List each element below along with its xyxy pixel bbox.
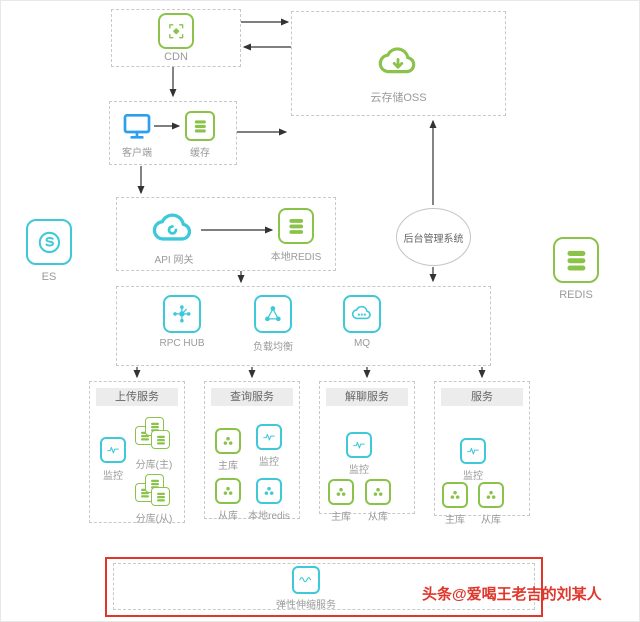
group-title-query: 查询服务 (211, 388, 293, 406)
redis-icon (553, 237, 599, 283)
master-db-icon (215, 428, 241, 454)
master-db-label: 主库 (445, 515, 465, 526)
watermark-text: 头条@爱喝王老吉的刘某人 (422, 586, 602, 603)
monitor-label: 监控 (103, 471, 123, 482)
master-db-icon (328, 479, 354, 505)
local-redis-small-icon (256, 478, 282, 504)
client-label: 客户端 (122, 148, 152, 159)
shard-master-cluster-icon (135, 417, 173, 453)
cdn-label: CDN (164, 51, 188, 63)
red-highlight-box (105, 557, 543, 617)
mq-label: MQ (353, 338, 371, 349)
monitor-icon (346, 432, 372, 458)
rpc-hub-icon (163, 295, 201, 333)
admin-system-node: 后台管理系统 (396, 208, 471, 266)
master-db-label: 主库 (218, 461, 238, 472)
oss-cloud-icon (377, 41, 419, 83)
load-balance-icon (254, 295, 292, 333)
shard-master-label: 分库(主) (135, 460, 173, 471)
shard-slave-label: 分库(从) (135, 514, 173, 525)
shard-slave-cluster-icon (135, 474, 173, 510)
slave-db-icon (478, 482, 504, 508)
elastic-service-box (113, 563, 535, 610)
api-gateway-label: API 网关 (154, 255, 194, 266)
cache-icon (185, 111, 215, 141)
slave-db-label: 从库 (218, 511, 238, 522)
rpc-hub-label: RPC HUB (159, 338, 205, 349)
cdn-icon (158, 13, 194, 49)
monitor-icon (100, 437, 126, 463)
admin-system-label: 后台管理系统 (403, 233, 464, 245)
local-redis-label: 本地REDIS (270, 252, 322, 263)
slave-db-label: 从库 (481, 515, 501, 526)
load-balance-label: 负载均衡 (253, 342, 293, 353)
master-db-icon (442, 482, 468, 508)
monitor-icon (460, 438, 486, 464)
mq-icon (343, 295, 381, 333)
es-label: ES (41, 271, 57, 283)
monitor-icon (256, 424, 282, 450)
monitor-label: 监控 (349, 465, 369, 476)
elastic-scaling-icon (292, 566, 320, 594)
elastic-scaling-label: 弹性伸缩服务 (276, 600, 336, 611)
local-redis-small-label: 本地redis (248, 511, 290, 522)
slave-db-icon (215, 478, 241, 504)
group-title-4: 服务 (441, 388, 523, 406)
monitor-label: 监控 (259, 457, 279, 468)
slave-db-icon (365, 479, 391, 505)
api-gateway-cloud-icon (151, 205, 195, 249)
oss-label: 云存储OSS (370, 92, 427, 104)
local-redis-icon (278, 208, 314, 244)
master-db-label: 主库 (331, 512, 351, 523)
redis-label: REDIS (559, 289, 593, 301)
es-icon (26, 219, 72, 265)
client-monitor-icon (121, 110, 153, 142)
monitor-label: 监控 (463, 471, 483, 482)
slave-db-label: 从库 (368, 512, 388, 523)
group-title-3: 解聊服务 (326, 388, 408, 406)
cache-label: 缓存 (190, 148, 210, 159)
group-title-upload: 上传服务 (96, 388, 178, 406)
